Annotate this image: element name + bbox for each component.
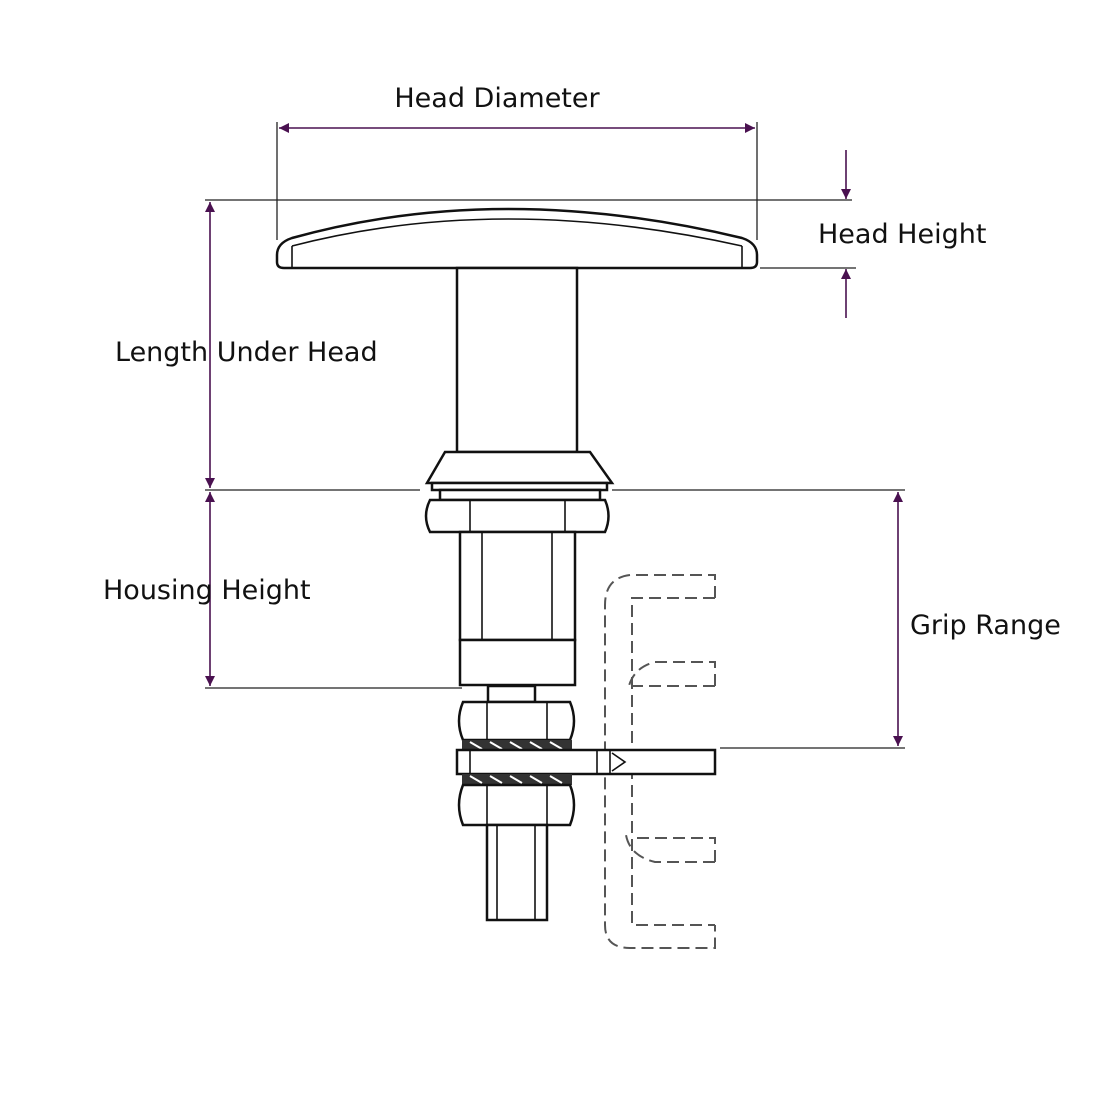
housing-height-label: Housing Height xyxy=(103,575,311,606)
housing-ring xyxy=(458,638,577,687)
housing-body xyxy=(458,530,577,642)
shaft xyxy=(455,266,579,454)
length-under-head-label: Length Under Head xyxy=(115,337,378,368)
handle-head xyxy=(275,207,759,270)
upper-hex-nut xyxy=(424,498,610,534)
threaded-stud xyxy=(485,823,549,922)
t-handle-latch xyxy=(275,207,759,922)
grip-range-label: Grip Range xyxy=(910,610,1061,641)
collar xyxy=(424,450,615,485)
head-diameter-label: Head Diameter xyxy=(394,83,600,114)
latch-cam-plate xyxy=(455,748,717,776)
lock-nut-bottom xyxy=(457,783,576,827)
head-height-label: Head Height xyxy=(818,219,986,250)
lock-nut-top xyxy=(457,700,576,742)
dimension-arrows xyxy=(205,123,903,746)
extension-lines xyxy=(205,122,905,749)
